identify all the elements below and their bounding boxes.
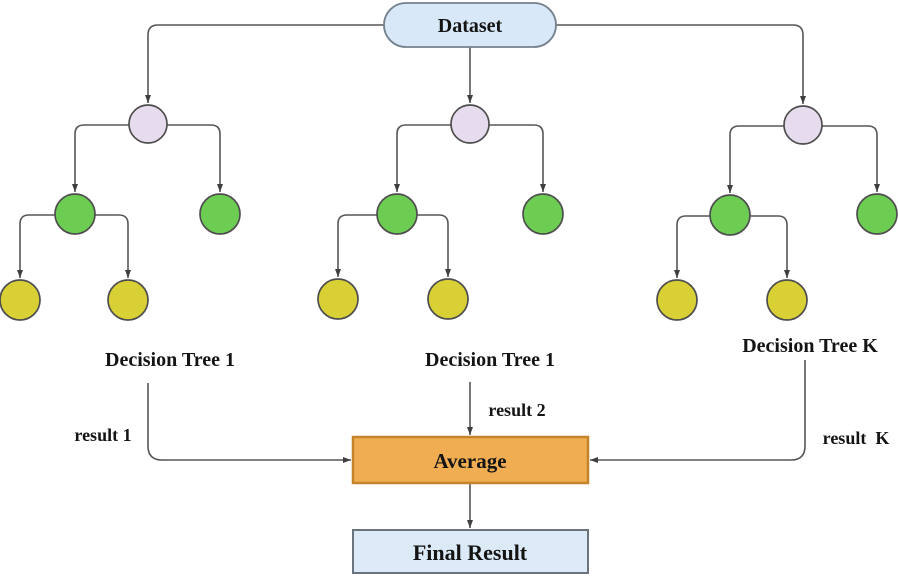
connector-group bbox=[17, 24, 880, 528]
dataset-node bbox=[383, 2, 557, 48]
edge-dataset-tree3 bbox=[556, 24, 806, 104]
edge-tree3-root-right bbox=[821, 125, 880, 192]
edge-tree2-root-left bbox=[394, 124, 452, 192]
edge-resultK-average bbox=[590, 360, 806, 463]
tree3-leaf-node-right bbox=[766, 279, 808, 321]
edge-tree3-green-left bbox=[674, 215, 711, 278]
tree1-leaf-node-right bbox=[107, 279, 149, 321]
tree3-label: Decision Tree K bbox=[742, 335, 878, 357]
tree1-internal-node-left bbox=[54, 193, 96, 235]
tree2-leaf-node-left bbox=[317, 278, 359, 320]
final-result-label: Final Result bbox=[413, 540, 528, 565]
tree2-internal-node-right bbox=[522, 193, 564, 235]
average-node bbox=[351, 435, 590, 485]
tree1-label: Decision Tree 1 bbox=[105, 349, 235, 371]
edge-tree2-green-right bbox=[416, 214, 451, 277]
tree1-root-node bbox=[128, 104, 168, 144]
result2-label: result 2 bbox=[488, 400, 545, 420]
edge-tree2-green-left bbox=[335, 214, 378, 277]
tree3-root-node bbox=[783, 105, 823, 145]
dataset-label: Dataset bbox=[438, 15, 503, 37]
tree2-root-node bbox=[450, 104, 490, 144]
edge-result1-average bbox=[147, 383, 351, 463]
edge-tree2-root-right bbox=[488, 124, 546, 192]
tree2-leaf-node-right bbox=[427, 278, 469, 320]
tree3-internal-node-right bbox=[856, 193, 898, 235]
resultK-label: result K bbox=[823, 428, 890, 448]
tree3-leaf-node-left bbox=[656, 279, 698, 321]
tree1-internal-node-right bbox=[199, 193, 241, 235]
tree3-internal-node-left bbox=[709, 194, 751, 236]
tree2-internal-node-left bbox=[376, 193, 418, 235]
result1-label: result 1 bbox=[74, 425, 131, 445]
edge-tree3-root-left bbox=[727, 125, 785, 193]
final-result-node bbox=[352, 529, 589, 574]
average-label: Average bbox=[433, 449, 506, 473]
edge-tree1-root-right bbox=[166, 124, 223, 192]
edge-tree3-green-right bbox=[749, 215, 790, 278]
tree2-label: Decision Tree 1 bbox=[425, 349, 555, 371]
edge-tree1-root-left bbox=[72, 124, 130, 192]
edge-tree1-green-right bbox=[94, 214, 131, 278]
tree1-leaf-node-left bbox=[0, 279, 41, 321]
edge-tree1-green-left bbox=[17, 214, 56, 278]
edge-dataset-tree1 bbox=[145, 24, 384, 103]
